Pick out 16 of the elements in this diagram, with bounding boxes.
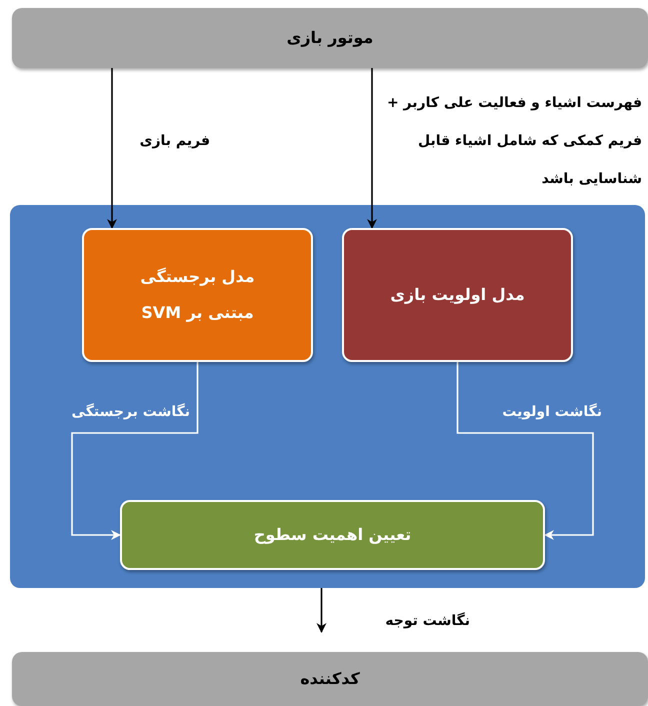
process-box: مدل برجستگی مبتنی بر SVM — [82, 228, 313, 362]
edge-label: نگاشت توجه — [384, 611, 470, 631]
footer-bar: کدکننده — [12, 652, 648, 706]
arrow — [316, 588, 326, 633]
arrow — [456, 362, 594, 540]
edge-label: فهرست اشیاء و فعالیت علی کاربر + فریم کمکی که شامل اشیاء قابل شناسایی باشد — [386, 94, 642, 189]
arrow — [107, 68, 117, 229]
edge-label: فریم بازی — [138, 132, 210, 151]
header-bar: موتور بازی — [12, 8, 648, 68]
process-box: مدل اولویت بازی — [342, 228, 573, 362]
edge-label: نگاشت اولویت — [501, 402, 602, 422]
panel-background — [10, 205, 645, 588]
arrow — [71, 362, 198, 540]
process-box: تعیین اهمیت سطوح — [120, 500, 545, 570]
edge-label: نگاشت برجستگی — [70, 402, 190, 422]
arrow — [367, 68, 377, 229]
